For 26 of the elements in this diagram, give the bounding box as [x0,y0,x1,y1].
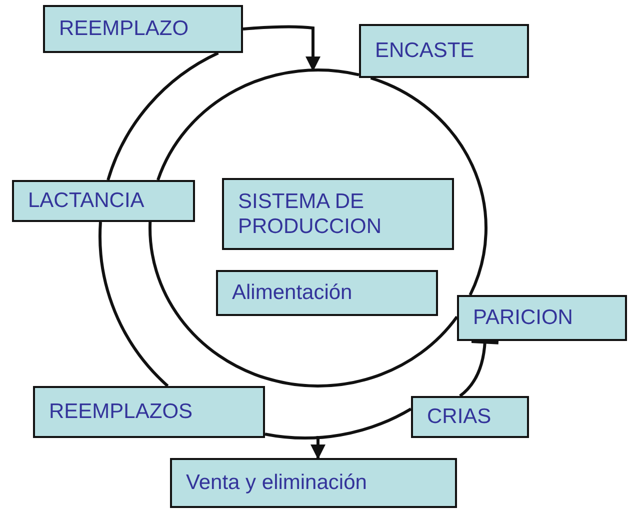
box-label: CRIAS [427,404,492,430]
label-box [411,396,529,438]
label-box [359,24,529,78]
arrow [310,436,326,460]
box-label: LACTANCIA [28,188,146,214]
box-label: REEMPLAZOS [49,399,194,425]
box-label: Alimentación [232,280,354,306]
label-box [222,178,454,250]
label-box [170,458,457,508]
connector-line [156,68,360,181]
label-box [33,386,265,438]
connector-line [148,222,458,388]
box-label: SISTEMA DE PRODUCCION [238,188,383,240]
label-box [43,5,243,53]
connector-line [106,52,219,180]
label-box [216,270,438,316]
connector-line [264,408,412,440]
connector-line [370,76,488,296]
box-label: Venta y eliminación [186,470,368,496]
connector-line [98,222,169,388]
box-label: ENCASTE [375,38,476,64]
box-label: REEMPLAZO [59,16,190,42]
label-box [457,295,627,341]
box-label: PARICION [473,305,574,331]
label-box [12,180,195,222]
arrow [242,25,320,72]
